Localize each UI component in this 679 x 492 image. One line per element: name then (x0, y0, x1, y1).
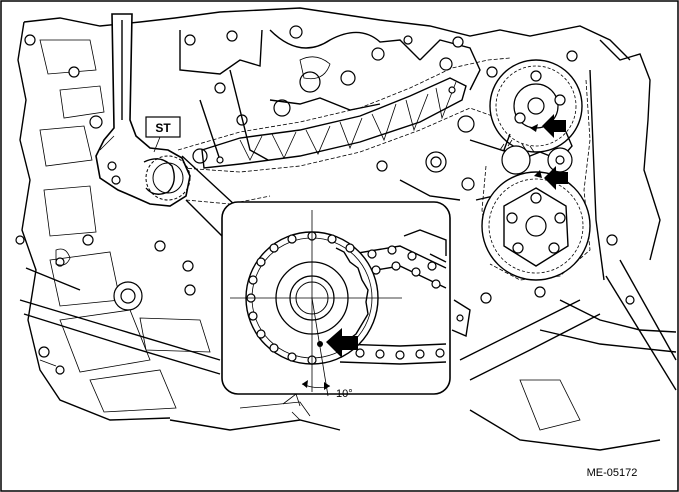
cam-alignment-arrows (530, 114, 568, 190)
alignment-arrow-icon (544, 166, 568, 190)
angle-label: 10° (336, 388, 353, 400)
detail-view: 10° (230, 210, 447, 400)
chain-guide (201, 77, 467, 169)
alignment-arrow-icon (542, 114, 566, 138)
middle-idler-sprocket (499, 139, 573, 175)
alignment-arrow-icon (326, 328, 358, 358)
crank-sprocket-small (145, 155, 191, 201)
special-tool-label: ST (155, 121, 171, 135)
special-tool (95, 13, 191, 207)
timing-mark-icon (534, 170, 542, 178)
timing-mark-icon (317, 341, 323, 347)
figure-code: ME-05172 (587, 467, 638, 479)
misc-small-parts (39, 284, 471, 375)
st-label: ST (145, 116, 181, 153)
lower-cam-sprocket (481, 171, 591, 281)
timing-mark-icon (530, 124, 538, 132)
